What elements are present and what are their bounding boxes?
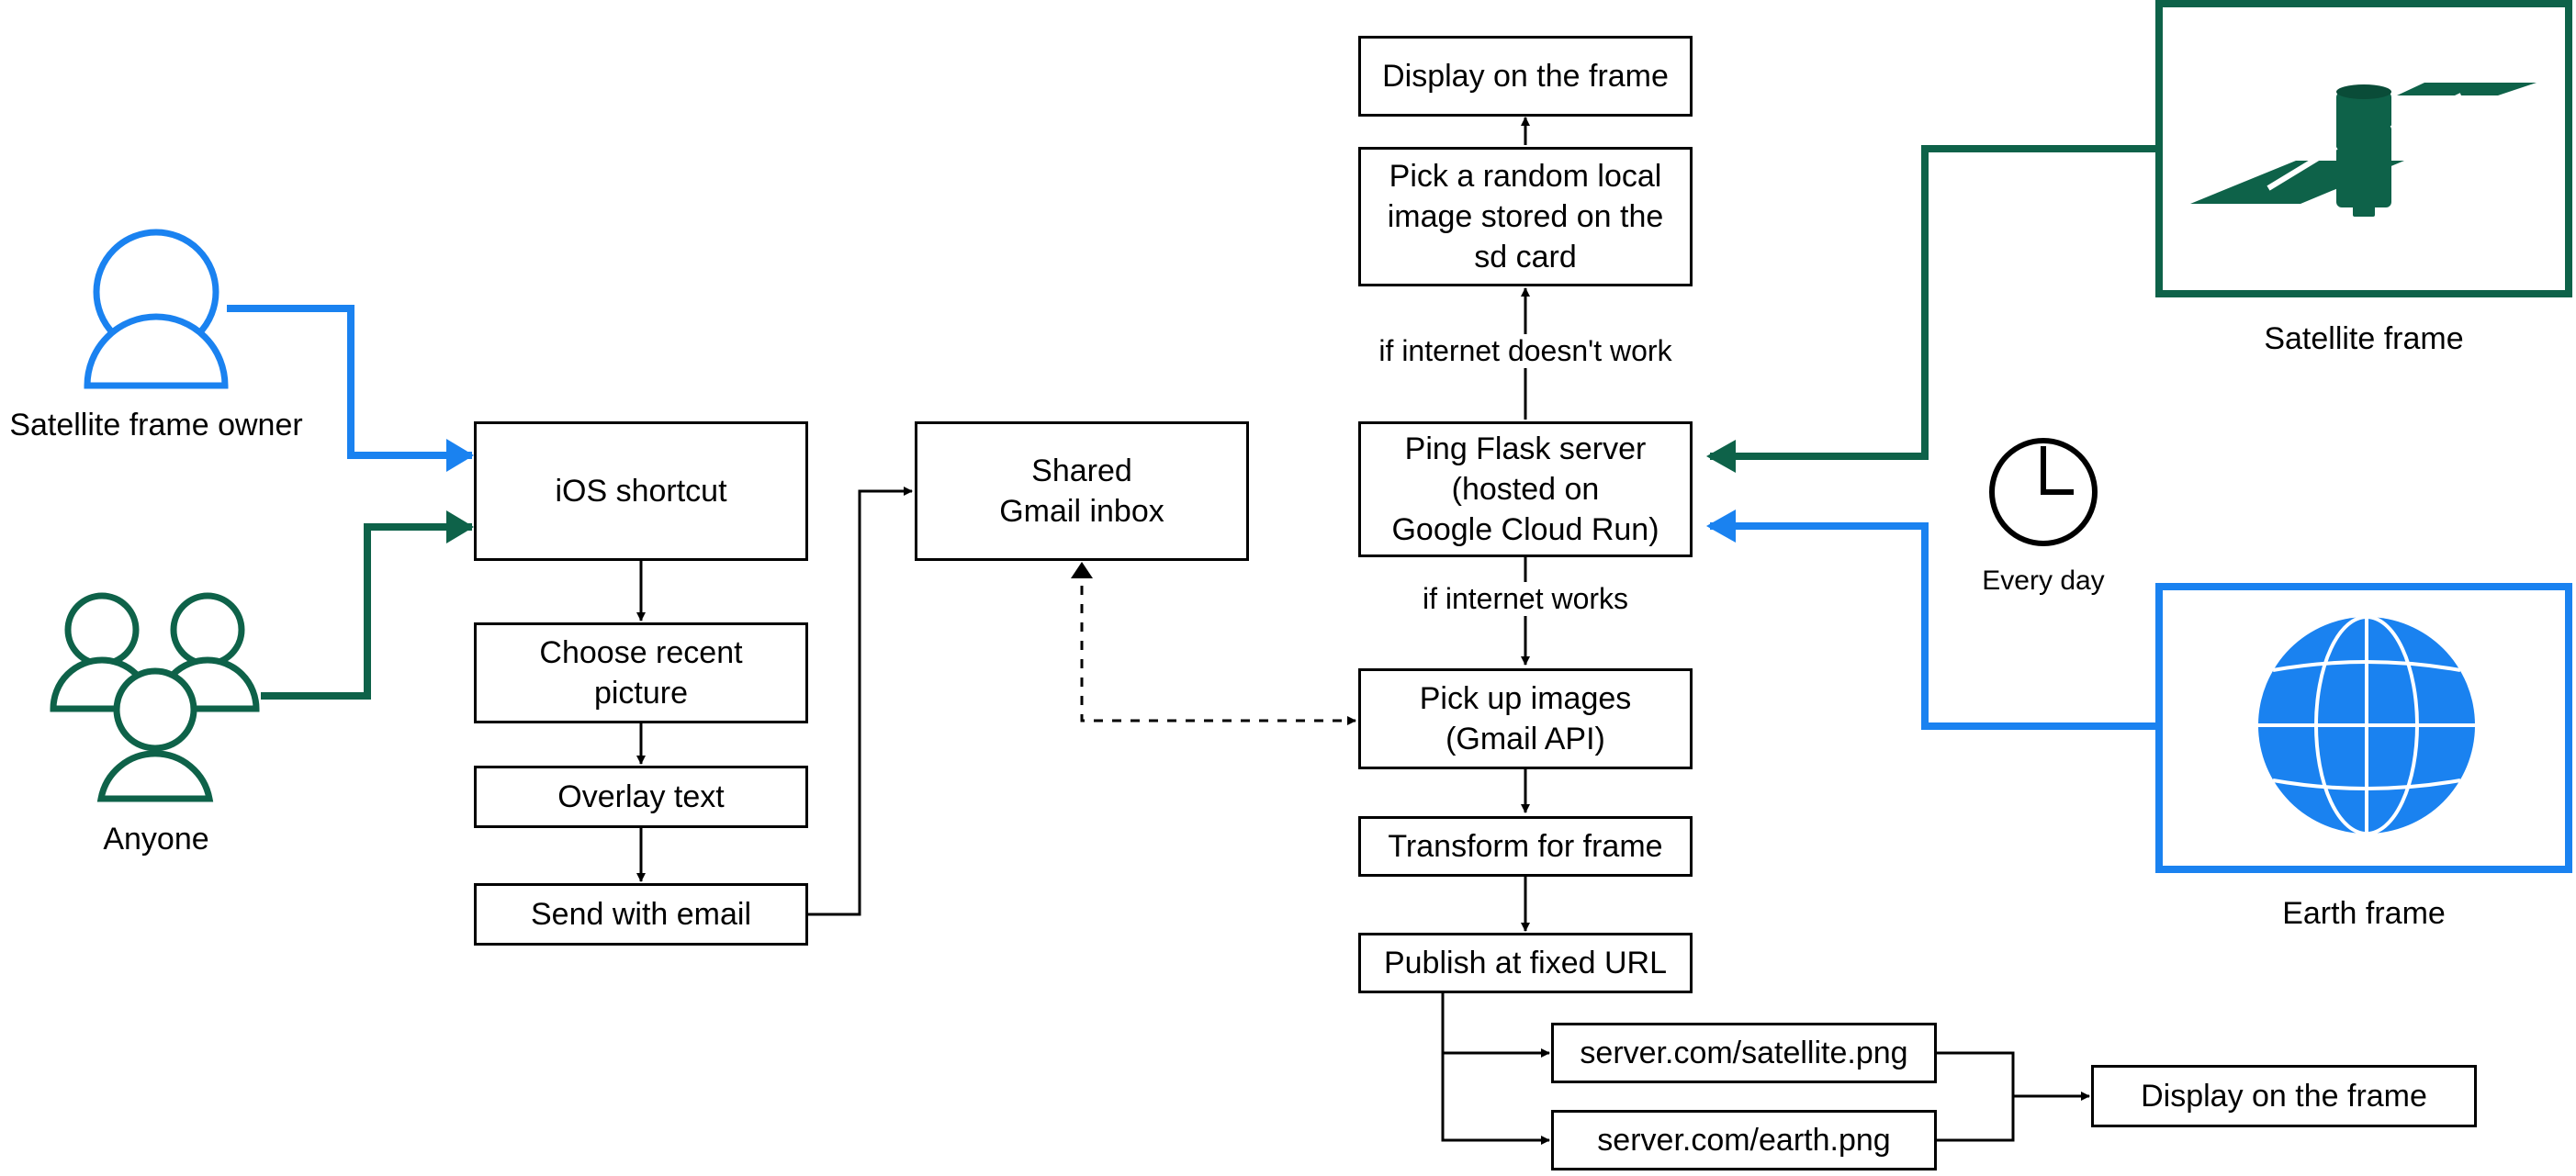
clock-icon [1989,438,2098,546]
satellite-frame-label: Satellite frame [2264,321,2464,356]
earth-frame-label: Earth frame [2282,896,2446,931]
publish-box: Publish at fixed URL [1358,933,1693,993]
arrow-send-to-inbox [807,487,913,916]
internet-works-label: if internet works [1378,582,1673,616]
overlay-text-box: Overlay text [474,766,808,828]
arrow-urls-to-display [1937,1051,2089,1142]
globe-icon [2258,615,2475,835]
satellite-url-box: server.com/satellite.png [1551,1023,1937,1083]
pick-random-box: Pick a random local image stored on the … [1358,147,1693,286]
earth-url-box: server.com/earth.png [1551,1110,1937,1170]
earth-frame-connector [1710,522,2157,730]
display-top-box: Display on the frame [1358,36,1693,117]
anyone-label: Anyone [103,822,209,857]
arrow-publish-to-satellite-url [1441,992,1550,1058]
arrow-publish-to-earth-url [1441,1053,1550,1145]
ios-shortcut-box: iOS shortcut [474,421,808,561]
display-bottom-box: Display on the frame [2091,1065,2477,1127]
satellite-icon [2190,83,2537,217]
every-day-label: Every day [1982,566,2105,596]
owner-label: Satellite frame owner [9,408,303,442]
owner-connector [227,305,472,459]
ping-server-box: Ping Flask server (hosted on Google Clou… [1358,421,1693,557]
satellite-frame-connector [1710,145,2157,460]
transform-box: Transform for frame [1358,816,1693,877]
no-internet-label: if internet doesn't work [1359,334,1692,368]
pick-up-box: Pick up images (Gmail API) [1358,668,1693,769]
satellite-frame [2155,0,2572,297]
group-icon [50,592,260,802]
gmail-inbox-box: Shared Gmail inbox [915,421,1249,561]
send-email-box: Send with email [474,883,808,946]
choose-picture-box: Choose recent picture [474,622,808,723]
anyone-connector [261,523,472,700]
dashed-inbox-api-link [1080,567,1356,725]
person-icon [84,229,229,389]
